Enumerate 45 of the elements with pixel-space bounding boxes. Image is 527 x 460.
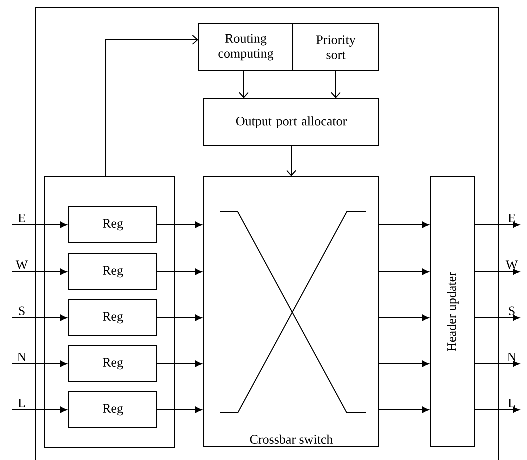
port-label: W xyxy=(506,260,518,270)
arrow xyxy=(12,360,68,368)
arrow xyxy=(379,360,430,368)
arrow xyxy=(157,360,202,368)
port-label: W xyxy=(16,260,28,270)
arrow xyxy=(475,360,520,368)
arrow xyxy=(12,222,68,228)
port-label: L xyxy=(508,398,516,408)
process-box: Output port allocator xyxy=(204,98,380,146)
register-box: Reg xyxy=(68,391,158,428)
arrow xyxy=(475,222,520,228)
arrow xyxy=(475,314,520,322)
arrow xyxy=(157,406,202,414)
port-label: S xyxy=(509,306,515,316)
port-label: E xyxy=(18,214,26,222)
process-box: Routing computing xyxy=(198,24,294,72)
arrow xyxy=(475,268,520,276)
arrow xyxy=(239,71,249,98)
arrow xyxy=(157,314,202,322)
register-box: Reg xyxy=(68,206,158,244)
register-box: Reg xyxy=(68,299,158,336)
arrow xyxy=(157,268,202,276)
arrow xyxy=(475,406,520,414)
arrow xyxy=(12,406,68,414)
arrow xyxy=(379,314,430,322)
port-label: S xyxy=(19,306,25,316)
updater-box: Header updater xyxy=(430,176,476,448)
port-label: E xyxy=(508,214,516,222)
register-box: Reg xyxy=(68,254,158,290)
crossbar-box: Crossbar switch xyxy=(204,176,380,448)
arrow xyxy=(331,71,341,98)
arrow xyxy=(379,268,430,276)
arrow xyxy=(379,222,430,228)
port-label: N xyxy=(508,352,516,362)
process-box: Priority sort xyxy=(292,24,380,72)
buffer-box xyxy=(44,176,175,448)
arrow xyxy=(286,146,296,176)
port-label: N xyxy=(18,352,26,362)
register-box: Reg xyxy=(68,345,158,382)
arrow xyxy=(157,222,202,228)
arrow xyxy=(12,268,68,276)
port-label: L xyxy=(18,398,26,408)
arrow xyxy=(379,406,430,414)
arrow xyxy=(12,314,68,322)
arrow xyxy=(106,35,198,176)
